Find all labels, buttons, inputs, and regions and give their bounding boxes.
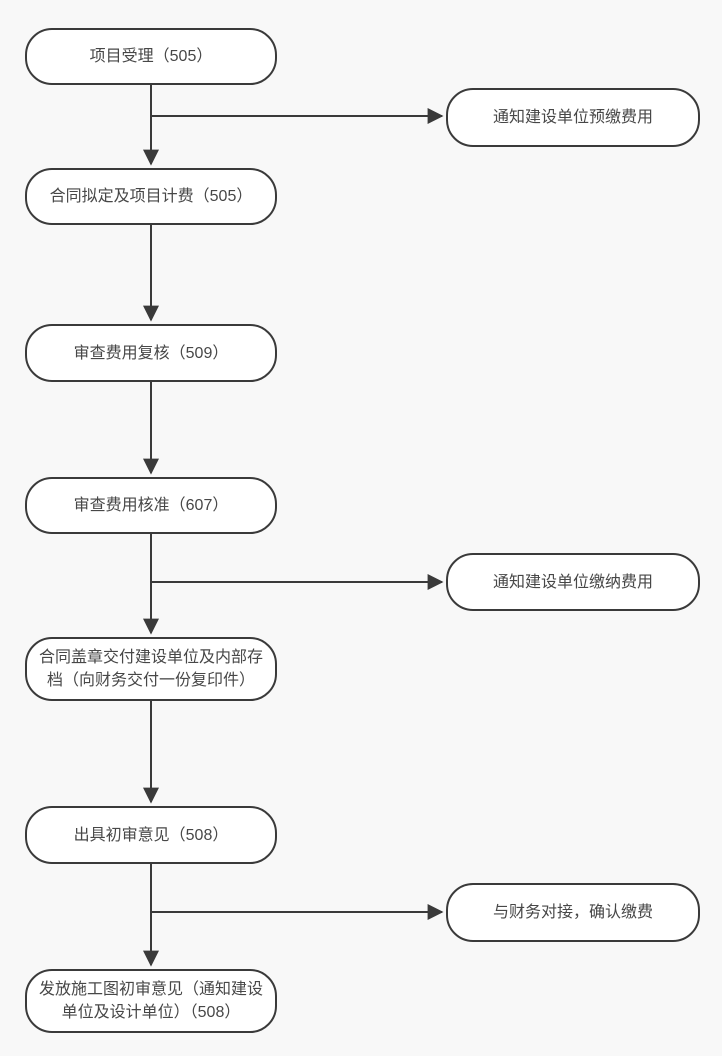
node-label: 通知建设单位缴纳费用 <box>492 573 653 591</box>
node-label: 合同盖章交付建设单位及内部存档（向财务交付一份复印件） <box>39 649 264 689</box>
node-contract-stamp-delivery-archive: 合同盖章交付建设单位及内部存档（向财务交付一份复印件） <box>25 637 277 701</box>
node-review-fee-approval: 审查费用核准（607） <box>25 477 277 534</box>
node-contract-drafting-billing: 合同拟定及项目计费（505） <box>25 168 277 225</box>
node-label: 通知建设单位预缴费用 <box>492 109 653 126</box>
node-notify-pay-fee: 通知建设单位缴纳费用 <box>446 553 700 611</box>
node-notify-prepay-fee: 通知建设单位预缴费用 <box>446 88 700 147</box>
node-finance-confirm-payment: 与财务对接，确认缴费 <box>446 883 700 942</box>
node-label: 与财务对接，确认缴费 <box>492 904 653 921</box>
node-label: 项目受理（505） <box>89 48 213 65</box>
node-label: 出具初审意见（508） <box>73 826 229 844</box>
node-release-construction-drawing-opinion: 发放施工图初审意见（通知建设单位及设计单位）（508） <box>25 969 277 1033</box>
node-label: 合同拟定及项目计费（505） <box>49 188 253 205</box>
node-label: 审查费用复核（509） <box>73 344 229 362</box>
node-review-fee-recheck: 审查费用复核（509） <box>25 324 277 382</box>
node-label: 发放施工图初审意见（通知建设单位及设计单位）（508） <box>39 981 264 1021</box>
node-project-acceptance: 项目受理（505） <box>25 28 277 85</box>
node-label: 审查费用核准（607） <box>73 497 229 514</box>
node-issue-preliminary-review-opinion: 出具初审意见（508） <box>25 806 277 864</box>
